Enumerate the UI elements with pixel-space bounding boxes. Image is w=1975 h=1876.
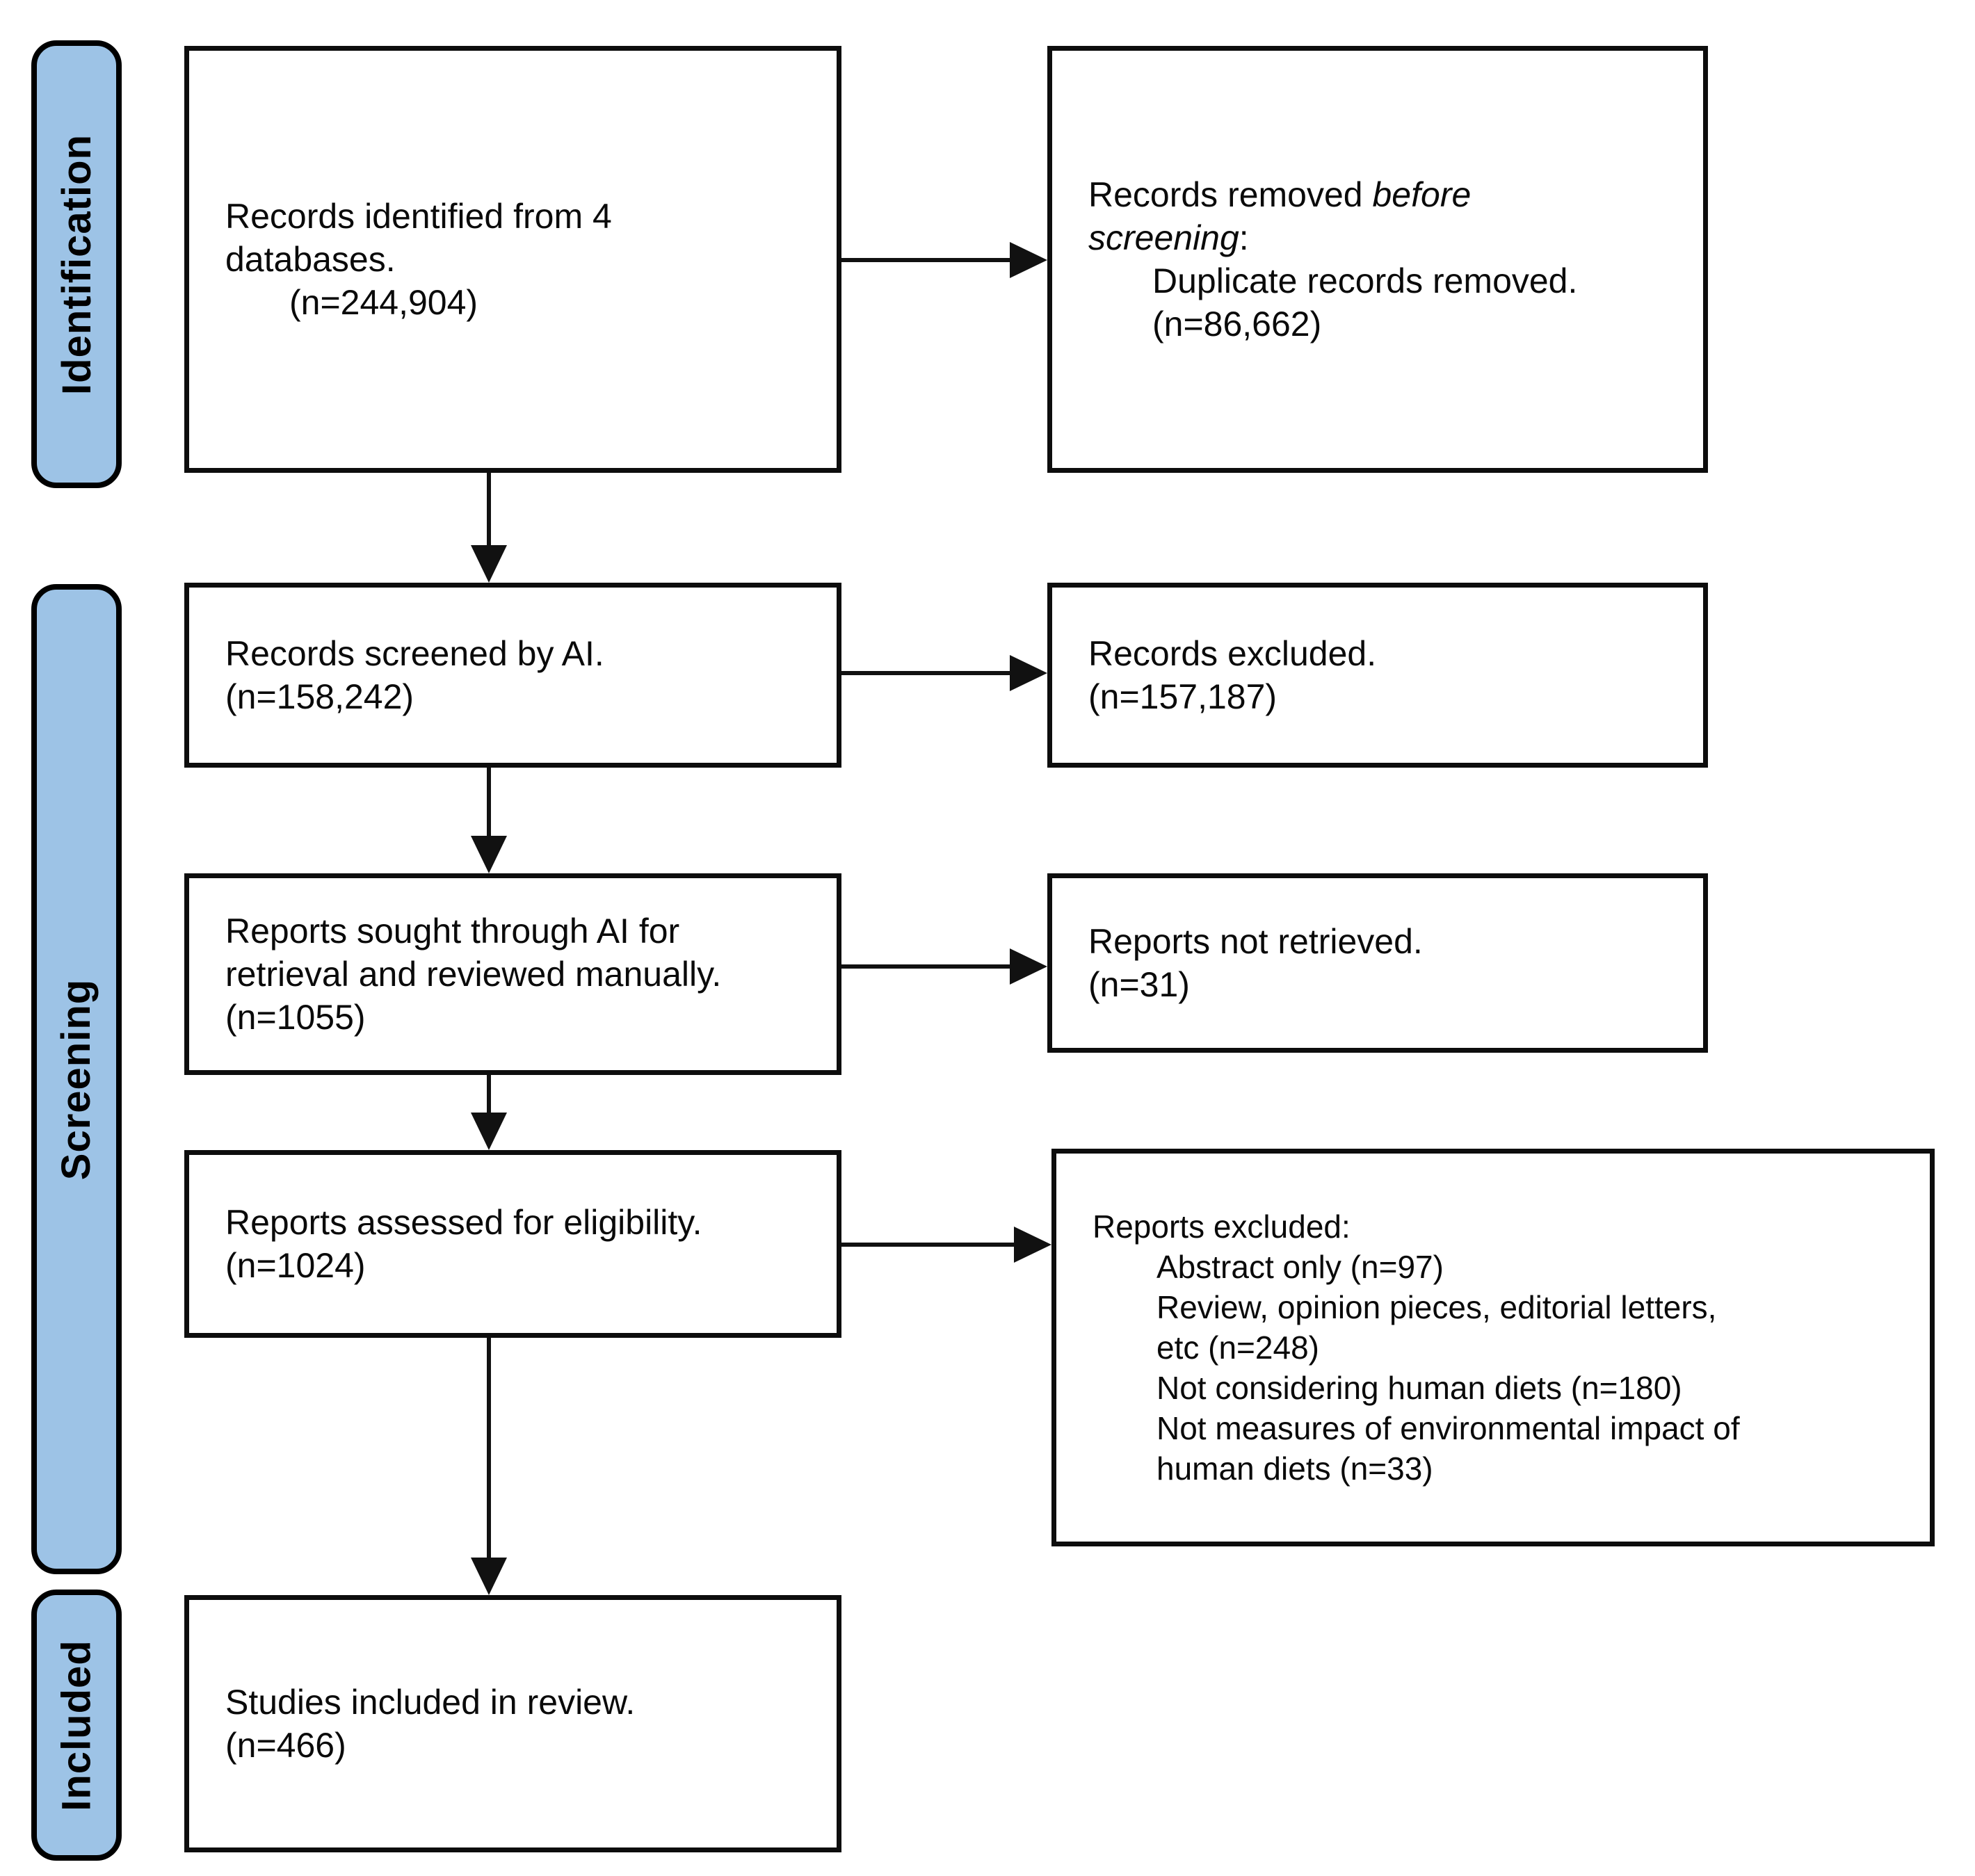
text-line: (n=31) bbox=[1088, 963, 1682, 1006]
text-line: etc (n=248) bbox=[1093, 1327, 1909, 1368]
text-segment: human diets (n=33) bbox=[1156, 1450, 1433, 1487]
text-segment: Records screened by AI. bbox=[225, 634, 604, 673]
stage-identification-label: Identification bbox=[54, 134, 99, 395]
text-line: (n=466) bbox=[225, 1724, 816, 1767]
arrowhead-down-icon bbox=[471, 836, 507, 873]
text-segment: (n=158,242) bbox=[225, 677, 414, 716]
text-segment: retrieval and reviewed manually. bbox=[225, 955, 722, 994]
box-records-screened: Records screened by AI. (n=158,242) bbox=[184, 583, 841, 768]
text-line: Records excluded. bbox=[1088, 632, 1682, 675]
text-segment: Reports not retrieved. bbox=[1088, 922, 1423, 961]
text-line: Studies included in review. bbox=[225, 1681, 816, 1724]
text-line: screening: bbox=[1088, 216, 1682, 259]
text-line: (n=1024) bbox=[225, 1244, 816, 1287]
text-line: Records removed before bbox=[1088, 173, 1682, 216]
text-line: retrieval and reviewed manually. bbox=[225, 953, 816, 996]
text-line: Duplicate records removed. bbox=[1088, 259, 1682, 302]
text-line: Abstract only (n=97) bbox=[1093, 1247, 1909, 1287]
arrow-shaft bbox=[487, 1338, 491, 1559]
text-segment: etc (n=248) bbox=[1156, 1329, 1319, 1366]
text-segment: Reports excluded: bbox=[1093, 1208, 1351, 1245]
arrowhead-right-icon bbox=[1010, 655, 1047, 691]
box-reports-excluded: Reports excluded: Abstract only (n=97) Rev… bbox=[1051, 1149, 1935, 1546]
text-segment: : bbox=[1239, 218, 1249, 257]
arrowhead-right-icon bbox=[1010, 948, 1047, 985]
box-reports-sought: Reports sought through AI for retrieval a… bbox=[184, 873, 841, 1075]
arrow-shaft bbox=[841, 258, 1013, 262]
text-segment: Duplicate records removed. bbox=[1152, 261, 1578, 300]
text-segment: Records removed bbox=[1088, 175, 1373, 214]
text-line: Reports not retrieved. bbox=[1088, 920, 1682, 963]
text-segment: Not measures of environmental impact of bbox=[1156, 1410, 1740, 1446]
text-segment: (n=1055) bbox=[225, 998, 366, 1037]
stage-screening-label: Screening bbox=[54, 978, 99, 1180]
text-line: Not considering human diets (n=180) bbox=[1093, 1368, 1909, 1408]
arrowhead-right-icon bbox=[1014, 1227, 1051, 1263]
text-line: Review, opinion pieces, editorial letter… bbox=[1093, 1287, 1909, 1327]
text-segment: Reports assessed for eligibility. bbox=[225, 1203, 702, 1242]
arrow-shaft bbox=[841, 964, 1013, 969]
box-records-identified: Records identified from 4 databases. (n=24… bbox=[184, 46, 841, 473]
text-segment: Records identified from 4 bbox=[225, 197, 612, 236]
text-line: (n=244,904) bbox=[225, 281, 816, 324]
text-segment: Records excluded. bbox=[1088, 634, 1377, 673]
text-line: Reports excluded: bbox=[1093, 1206, 1909, 1247]
box-records-excluded: Records excluded. (n=157,187) bbox=[1047, 583, 1708, 768]
text-segment: databases. bbox=[225, 240, 396, 279]
arrow-shaft bbox=[487, 473, 491, 547]
text-line: (n=158,242) bbox=[225, 675, 816, 718]
text-segment: (n=244,904) bbox=[289, 283, 478, 322]
arrowhead-down-icon bbox=[471, 545, 507, 583]
text-segment: Studies included in review. bbox=[225, 1683, 636, 1722]
text-segment: Abstract only (n=97) bbox=[1156, 1249, 1444, 1285]
box-studies-included: Studies included in review. (n=466) bbox=[184, 1595, 841, 1852]
text-segment: Not considering human diets (n=180) bbox=[1156, 1370, 1682, 1406]
box-reports-not-retrieved: Reports not retrieved. (n=31) bbox=[1047, 873, 1708, 1053]
stage-included: Included bbox=[31, 1590, 122, 1861]
text-segment: screening bbox=[1088, 218, 1239, 257]
text-line: (n=86,662) bbox=[1088, 302, 1682, 346]
text-line: Records identified from 4 bbox=[225, 195, 816, 238]
text-line: Not measures of environmental impact of bbox=[1093, 1408, 1909, 1448]
text-segment: Review, opinion pieces, editorial letter… bbox=[1156, 1289, 1717, 1325]
text-segment: before bbox=[1372, 175, 1472, 214]
text-segment: (n=1024) bbox=[225, 1246, 366, 1285]
text-line: Records screened by AI. bbox=[225, 632, 816, 675]
text-segment: Reports sought through AI for bbox=[225, 912, 680, 951]
text-line: Reports assessed for eligibility. bbox=[225, 1201, 816, 1244]
text-line: (n=157,187) bbox=[1088, 675, 1682, 718]
arrowhead-right-icon bbox=[1010, 242, 1047, 278]
text-segment: (n=31) bbox=[1088, 965, 1190, 1004]
text-segment: (n=157,187) bbox=[1088, 677, 1277, 716]
box-reports-assessed: Reports assessed for eligibility. (n=1024… bbox=[184, 1150, 841, 1338]
arrowhead-down-icon bbox=[471, 1113, 507, 1150]
text-line: human diets (n=33) bbox=[1093, 1448, 1909, 1489]
arrowhead-down-icon bbox=[471, 1558, 507, 1595]
text-segment: (n=466) bbox=[225, 1726, 346, 1765]
arrow-shaft bbox=[841, 671, 1013, 675]
text-line: databases. bbox=[225, 238, 816, 281]
arrow-shaft bbox=[841, 1243, 1017, 1247]
stage-identification: Identification bbox=[31, 40, 122, 488]
stage-included-label: Included bbox=[54, 1639, 99, 1811]
arrow-shaft bbox=[487, 768, 491, 839]
text-segment: (n=86,662) bbox=[1152, 305, 1322, 343]
text-line: Reports sought through AI for bbox=[225, 909, 816, 953]
arrow-shaft bbox=[487, 1075, 491, 1114]
stage-screening: Screening bbox=[31, 584, 122, 1574]
text-line: (n=1055) bbox=[225, 996, 816, 1039]
